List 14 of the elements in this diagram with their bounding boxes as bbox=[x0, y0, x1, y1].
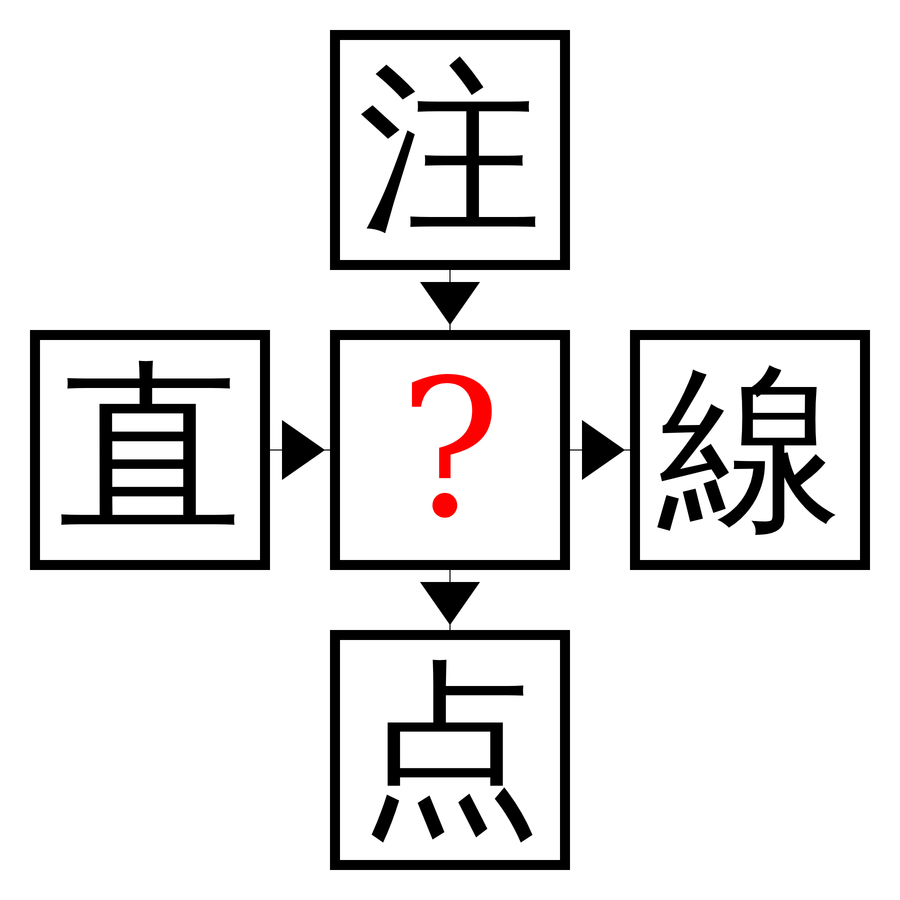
character-box bbox=[30, 330, 270, 570]
kanji-character: 線 bbox=[658, 358, 842, 542]
question-mark: ? bbox=[399, 355, 501, 545]
arrow bbox=[420, 270, 480, 330]
character-box bbox=[330, 30, 570, 270]
kanji-character: 注 bbox=[358, 58, 542, 242]
arrow bbox=[420, 570, 480, 630]
character-box bbox=[330, 330, 570, 570]
character-box bbox=[330, 630, 570, 870]
arrow bbox=[570, 420, 630, 480]
character-box bbox=[630, 330, 870, 570]
kanji-character: 点 bbox=[358, 658, 542, 842]
arrow bbox=[270, 420, 330, 480]
kanji-character: 直 bbox=[58, 358, 242, 542]
